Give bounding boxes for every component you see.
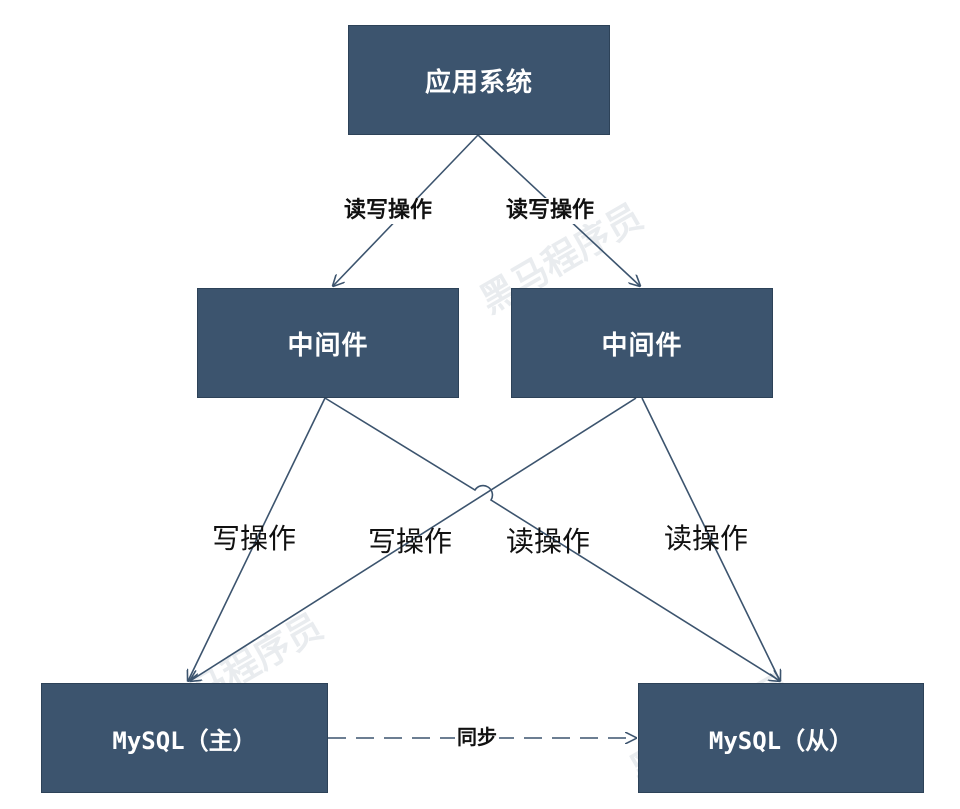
label-sync: 同步 xyxy=(455,725,499,749)
edge-left-read xyxy=(324,397,780,681)
edge-left-write xyxy=(188,397,326,681)
edge-right-read xyxy=(641,397,780,681)
node-middleware-right: 中间件 xyxy=(511,288,773,398)
node-mysql-slave: MySQL（从） xyxy=(638,683,924,793)
label-app-to-left: 读写操作 xyxy=(342,198,435,224)
node-middleware-left: 中间件 xyxy=(197,288,459,398)
node-mysql-master: MySQL（主） xyxy=(41,683,328,793)
label-right-write: 写操作 xyxy=(368,525,453,558)
label-right-read: 读操作 xyxy=(664,522,749,555)
label-left-write: 写操作 xyxy=(212,522,297,555)
label-app-to-right: 读写操作 xyxy=(504,198,597,224)
label-left-read: 读操作 xyxy=(506,525,591,558)
node-app-system: 应用系统 xyxy=(348,25,610,135)
edge-right-write xyxy=(190,397,637,681)
